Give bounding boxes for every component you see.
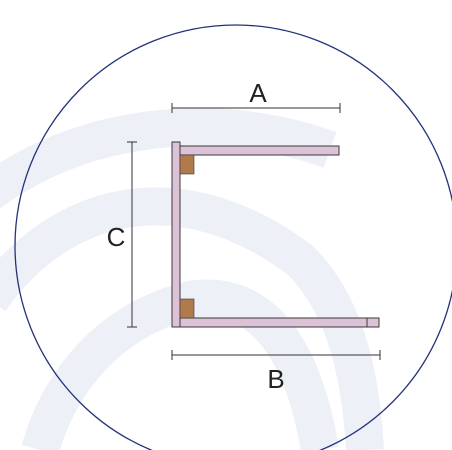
dimension-b-label: B — [267, 364, 284, 394]
enclosing-circle — [14, 24, 452, 450]
bracket — [171, 141, 380, 328]
bottom-shelf-panel — [178, 317, 380, 328]
bottom-support-block — [179, 298, 195, 319]
dimension-c-label: C — [107, 222, 126, 252]
top-support-block — [179, 154, 195, 175]
dimension-b — [171, 350, 381, 360]
watermark-arc-2 — [0, 187, 384, 450]
watermark-arc-1 — [0, 108, 337, 209]
dimension-c — [127, 141, 137, 328]
background-watermark — [0, 108, 384, 450]
dimension-a — [171, 103, 341, 113]
top-shelf-panel — [178, 145, 340, 156]
dimension-a-label: A — [249, 78, 267, 108]
side-panel — [171, 141, 181, 328]
